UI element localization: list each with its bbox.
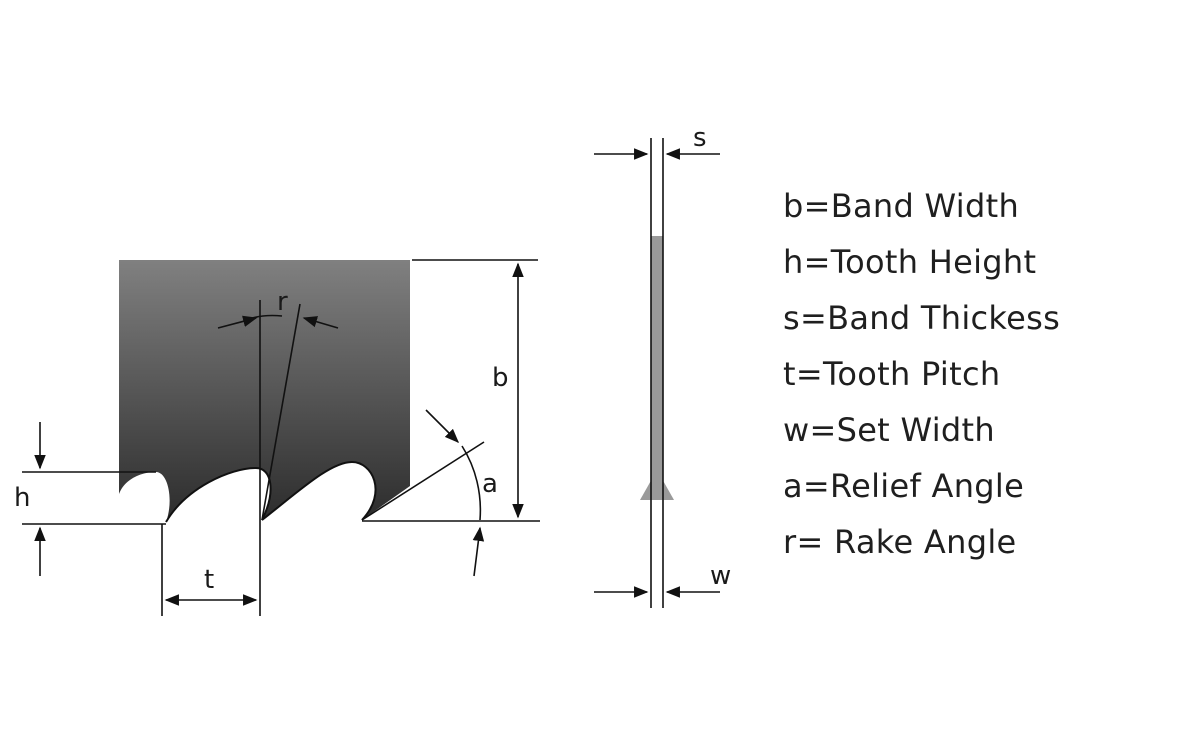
legend-item-tooth-pitch: t=Tooth Pitch xyxy=(783,355,1001,393)
band-cross-section-fill xyxy=(651,236,663,498)
legend-item-band-width: b=Band Width xyxy=(783,187,1020,225)
label-r: r xyxy=(277,287,288,317)
dimension-t: t xyxy=(161,300,261,616)
set-tooth-triangle xyxy=(640,470,674,500)
legend-item-rake-angle: r= Rake Angle xyxy=(783,523,1017,561)
label-t: t xyxy=(204,565,214,595)
legend-item-relief-angle: a=Relief Angle xyxy=(783,467,1025,505)
dimension-h: h xyxy=(14,422,166,576)
legend-item-set-width: w=Set Width xyxy=(783,411,995,449)
blade-body xyxy=(119,260,410,522)
relief-angle-a: a xyxy=(361,409,498,577)
label-s: s xyxy=(693,123,707,153)
legend-item-tooth-height: h=Tooth Height xyxy=(783,243,1037,281)
rake-angle-r: r xyxy=(217,287,339,521)
label-a: a xyxy=(482,469,498,499)
label-b: b xyxy=(492,363,509,393)
dimension-b: b xyxy=(362,259,540,522)
blade-side-view xyxy=(119,260,410,523)
legend-item-band-thickness: s=Band Thickess xyxy=(783,299,1061,337)
blade-cross-section: s w xyxy=(594,123,731,608)
label-h: h xyxy=(14,483,30,513)
label-w: w xyxy=(710,561,731,591)
legend-list: b=Band Width h=Tooth Height s=Band Thick… xyxy=(783,178,1060,570)
